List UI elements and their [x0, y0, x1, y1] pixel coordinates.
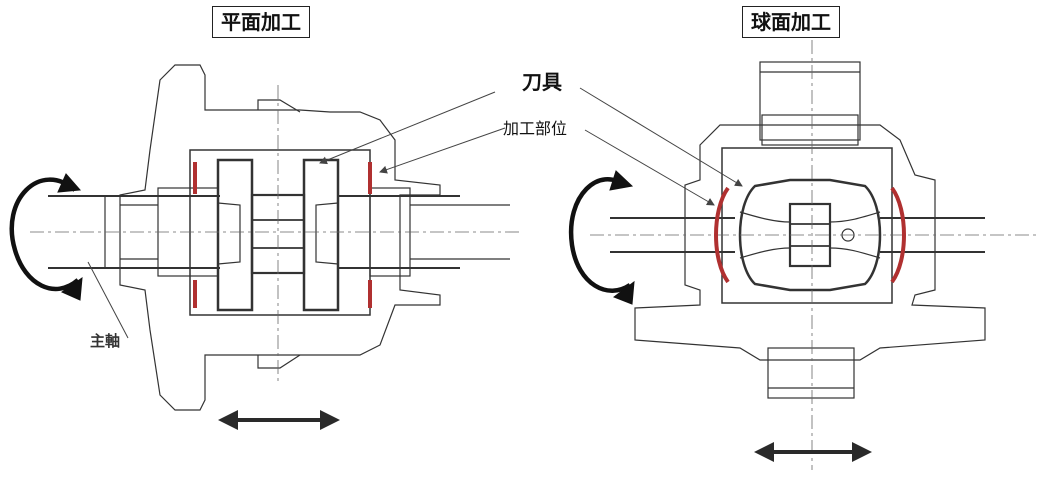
right-spherical-tool	[738, 178, 882, 292]
spindle-label: 主軸	[90, 332, 121, 350]
left-tool-block-2	[302, 158, 340, 312]
left-tool-leader	[319, 91, 496, 165]
right-rotation-arrow	[568, 177, 632, 293]
machining-area-label: 加工部位	[503, 119, 568, 138]
right-tool-leader	[579, 87, 743, 187]
left-tool-block-1	[216, 158, 254, 312]
left-part-leader	[379, 127, 506, 174]
left-top-boss	[257, 99, 301, 113]
right-top-column	[759, 61, 861, 141]
spindle-leader	[87, 261, 129, 339]
spherical-machining-title: 球面加工	[742, 6, 840, 38]
right-inner-housing	[721, 147, 893, 304]
tool-label: 刀具	[522, 70, 562, 94]
flat-machining-title: 平面加工	[212, 6, 310, 38]
left-rotation-arrow	[9, 177, 80, 292]
flat-machining-figure	[9, 64, 520, 430]
right-housing	[634, 124, 986, 361]
right-bottom-column	[767, 347, 855, 399]
right-machined-arc-right	[890, 186, 906, 284]
right-machined-arc-left	[714, 186, 730, 284]
spherical-machining-figure	[568, 40, 1040, 470]
right-part-leader	[584, 129, 715, 206]
left-machined-marks	[193, 162, 372, 308]
left-housing	[119, 64, 441, 411]
